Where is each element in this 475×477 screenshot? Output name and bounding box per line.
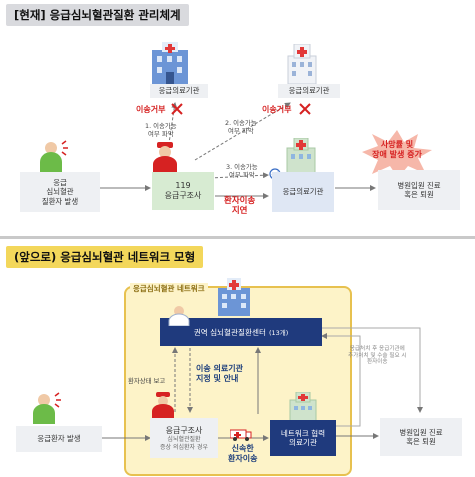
step2-label: 2. 이송가능 여부 파악 bbox=[225, 119, 257, 135]
step1-label: 1. 이송가능 여부 파악 bbox=[145, 122, 177, 138]
delay-label: 환자이송 지연 bbox=[224, 196, 256, 217]
center-name: 권역 심뇌혈관질환센터 bbox=[193, 327, 266, 337]
patient-icon bbox=[36, 140, 70, 174]
step3-label: 3. 이송가능 여부 파악 bbox=[226, 163, 258, 179]
hospital-cross-icon-3 bbox=[284, 137, 318, 175]
guide-label: 이송 의료기관 지정 및 안내 bbox=[196, 364, 243, 383]
burst-text: 사망률 및 장애 발생 증가 bbox=[372, 140, 422, 159]
ambulance-title: 응급구조사 bbox=[165, 426, 203, 436]
ambulance-vehicle-icon bbox=[229, 426, 252, 441]
hospital-box-2: 응급의료기관 bbox=[278, 84, 340, 98]
paramedic-icon bbox=[150, 142, 180, 172]
network-label: 응급심뇌혈관 네트워크 bbox=[130, 283, 208, 294]
patient-box-bottom: 응급환자 발생 bbox=[16, 426, 102, 452]
bottom-title: (앞으로) 응급심뇌혈관 네트워크 모형 bbox=[6, 246, 204, 268]
report-label: 환자상태 보고 bbox=[128, 377, 166, 385]
ambulance-sub: 심뇌혈관질환 증상 의심환자 경우 bbox=[160, 436, 208, 451]
doctor-icon bbox=[168, 304, 190, 327]
paramedic-icon-bottom bbox=[150, 392, 176, 418]
refuse-label-1: 이송거부 bbox=[136, 105, 166, 114]
center-count: (13개) bbox=[268, 329, 289, 337]
outcome-box-top: 병원입원 진료 혹은 퇴원 bbox=[378, 170, 460, 210]
outcome-box-bottom: 병원입원 진료 혹은 퇴원 bbox=[380, 418, 462, 456]
referral-note: 응급처치 후 응급기관에 추가처치 및 수술 필요 시 환자이송 bbox=[348, 346, 407, 366]
patient-box: 응급 심뇌혈관 질환자 발생 bbox=[20, 172, 100, 212]
ambulance-box: 119 응급구조사 bbox=[152, 172, 214, 210]
top-title: [현재] 응급심뇌혈관질환 관리체계 bbox=[6, 4, 189, 26]
partner-hospital-box: 네트워크 협력 의료기관 bbox=[270, 420, 336, 456]
regional-center-icon bbox=[216, 278, 252, 316]
top-section bbox=[0, 236, 475, 239]
fast-transfer-label: 신속한 환자이송 bbox=[228, 444, 258, 463]
hospital-box-3: 응급의료기관 bbox=[272, 172, 334, 212]
patient-icon-bottom bbox=[30, 392, 62, 424]
warning-burst-icon bbox=[360, 130, 434, 178]
hospital-building-icon bbox=[148, 40, 192, 84]
refuse-label-2: 이송거부 bbox=[262, 105, 292, 114]
hospital-cross-icon bbox=[284, 43, 320, 85]
hospital-box-1: 응급의료기관 bbox=[150, 84, 208, 98]
ambulance-box-bottom: 응급구조사 심뇌혈관질환 증상 의심환자 경우 bbox=[150, 418, 218, 458]
partner-hospital-icon bbox=[288, 391, 318, 423]
